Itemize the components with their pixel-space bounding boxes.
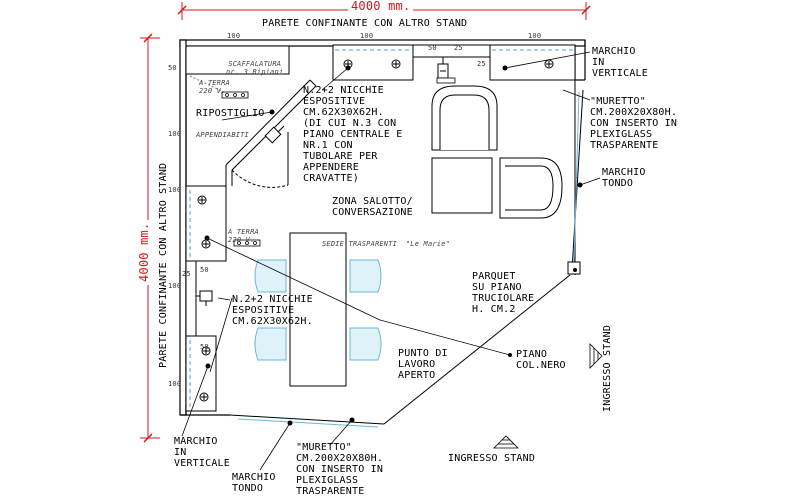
dim-left-100-d: 100 — [168, 380, 182, 388]
entrance-markers — [493, 343, 603, 449]
dim-left-50-b: 50 — [200, 266, 209, 274]
note-appendiabiti: APPENDIABITI — [196, 131, 249, 139]
dim-left-50: 50 — [168, 64, 177, 72]
note-a-terra-1: A TERRA 220 V. — [199, 79, 230, 95]
label-nicchie-left: N.2+2 NICCHIE ESPOSITIVE CM.62X30X62H. — [232, 294, 313, 327]
note-a-terra-2: A TERRA 220 V. — [228, 228, 259, 244]
power-sockets — [221, 77, 456, 247]
lounge-furniture — [431, 85, 563, 219]
leader-lines — [181, 51, 601, 471]
wall-top-label: PARETE CONFINANTE CON ALTRO STAND — [262, 18, 468, 29]
leader-dots — [204, 65, 583, 426]
dim-top-100-c: 100 — [528, 32, 542, 40]
dim-ripo-25: 25 — [477, 60, 486, 68]
dim-left-100-c: 100 — [168, 282, 182, 290]
dim-bottom-50: 50 — [200, 343, 209, 351]
label-ripostiglio: RIPOSTIGLIO — [196, 108, 265, 119]
dim-left-100-a: 100 — [168, 130, 182, 138]
dimension-left: 4000 mm. — [137, 219, 151, 285]
label-marchio-tondo-bottom: MARCHIO TONDO — [232, 472, 276, 494]
label-marchio-vertical-bottom: MARCHIO IN VERTICALE — [174, 436, 230, 469]
dim-top-25: 25 — [454, 44, 463, 52]
label-marchio-tondo-right: MARCHIO TONDO — [602, 167, 646, 189]
note-sedie: SEDIE TRASPARENTI "Le Marie" — [322, 240, 451, 248]
transparent-chairs — [254, 259, 382, 361]
label-muretto-right: "MURETTO" CM.200X20X80H. CON INSERTO IN … — [590, 96, 678, 151]
dim-top-50: 50 — [428, 44, 437, 52]
dim-top-100-a: 100 — [227, 32, 241, 40]
left-niches — [185, 185, 227, 412]
work-table — [289, 232, 347, 387]
glass-walls — [237, 91, 580, 428]
note-scaffalatura: SCAFFALATURA nr. 3 Ripiani — [226, 60, 284, 76]
dim-left-100-b: 100 — [168, 186, 182, 194]
label-parquet: PARQUET SU PIANO TRUCIOLARE H. CM.2 — [472, 271, 535, 315]
label-zona-salotto: ZONA SALOTTO/ CONVERSAZIONE — [332, 196, 413, 218]
dim-top-100-b: 100 — [360, 32, 374, 40]
muretto-end — [567, 261, 581, 275]
label-punto-lavoro: PUNTO DI LAVORO APERTO — [398, 348, 448, 381]
dimension-top: 4000 mm. — [348, 0, 414, 12]
storage-room — [185, 45, 317, 188]
dim-left-25: 25 — [182, 270, 191, 278]
label-muretto-bottom: "MURETTO" CM.200X20X80H. CON INSERTO IN … — [296, 442, 384, 497]
label-ingresso-stand-vertical: INGRESSO STAND — [602, 324, 613, 412]
label-ingresso-stand: INGRESSO STAND — [448, 453, 536, 464]
label-piano: PIANO COL.NERO — [516, 349, 566, 371]
label-nicchie-top: N.2+2 NICCHIE ESPOSITIVE CM.62X30X62H. (… — [303, 85, 403, 184]
label-marchio-vertical-top: MARCHIO IN VERTICALE — [592, 46, 648, 79]
